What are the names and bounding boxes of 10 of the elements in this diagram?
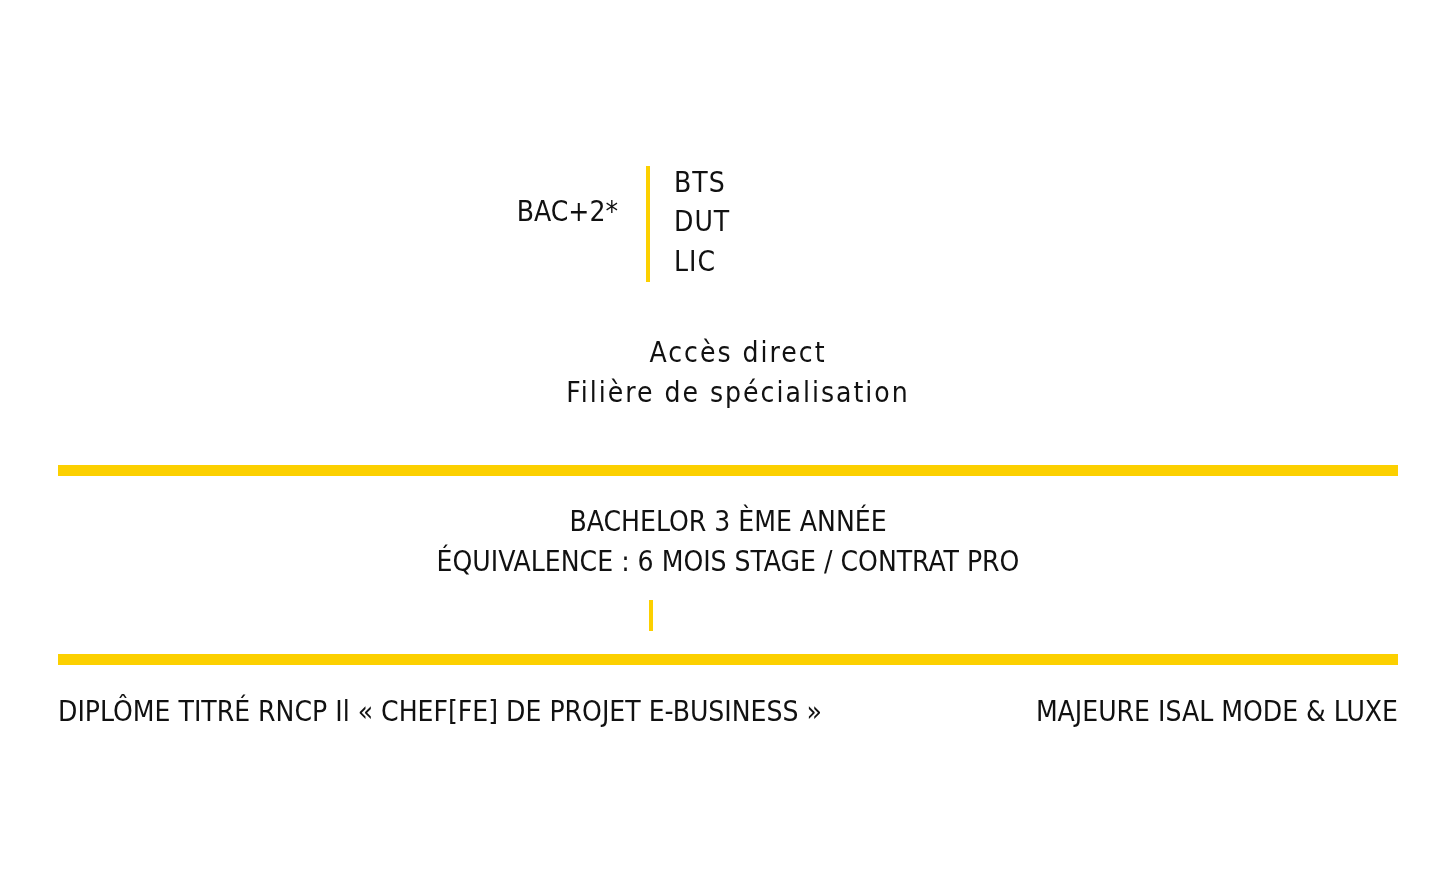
access-label: Accès direct (649, 336, 827, 370)
diploma-label: DUT (674, 205, 731, 239)
program-label: ÉQUIVALENCE : 6 MOIS STAGE / CONTRAT PRO (436, 545, 1020, 579)
access-label: Filière de spécialisation (566, 376, 910, 410)
level-label: BAC+2* (516, 195, 618, 229)
major-label: MAJEURE ISAL MODE & LUXE (1035, 695, 1398, 729)
degree-label: DIPLÔME TITRÉ RNCP Il « CHEF[FE] DE PROJET E-BUSINESS » (58, 695, 822, 729)
program-label: BACHELOR 3 ÈME ANNÉE (569, 505, 887, 539)
diploma-label: BTS (674, 166, 726, 200)
diploma-label: LIC (674, 245, 717, 279)
